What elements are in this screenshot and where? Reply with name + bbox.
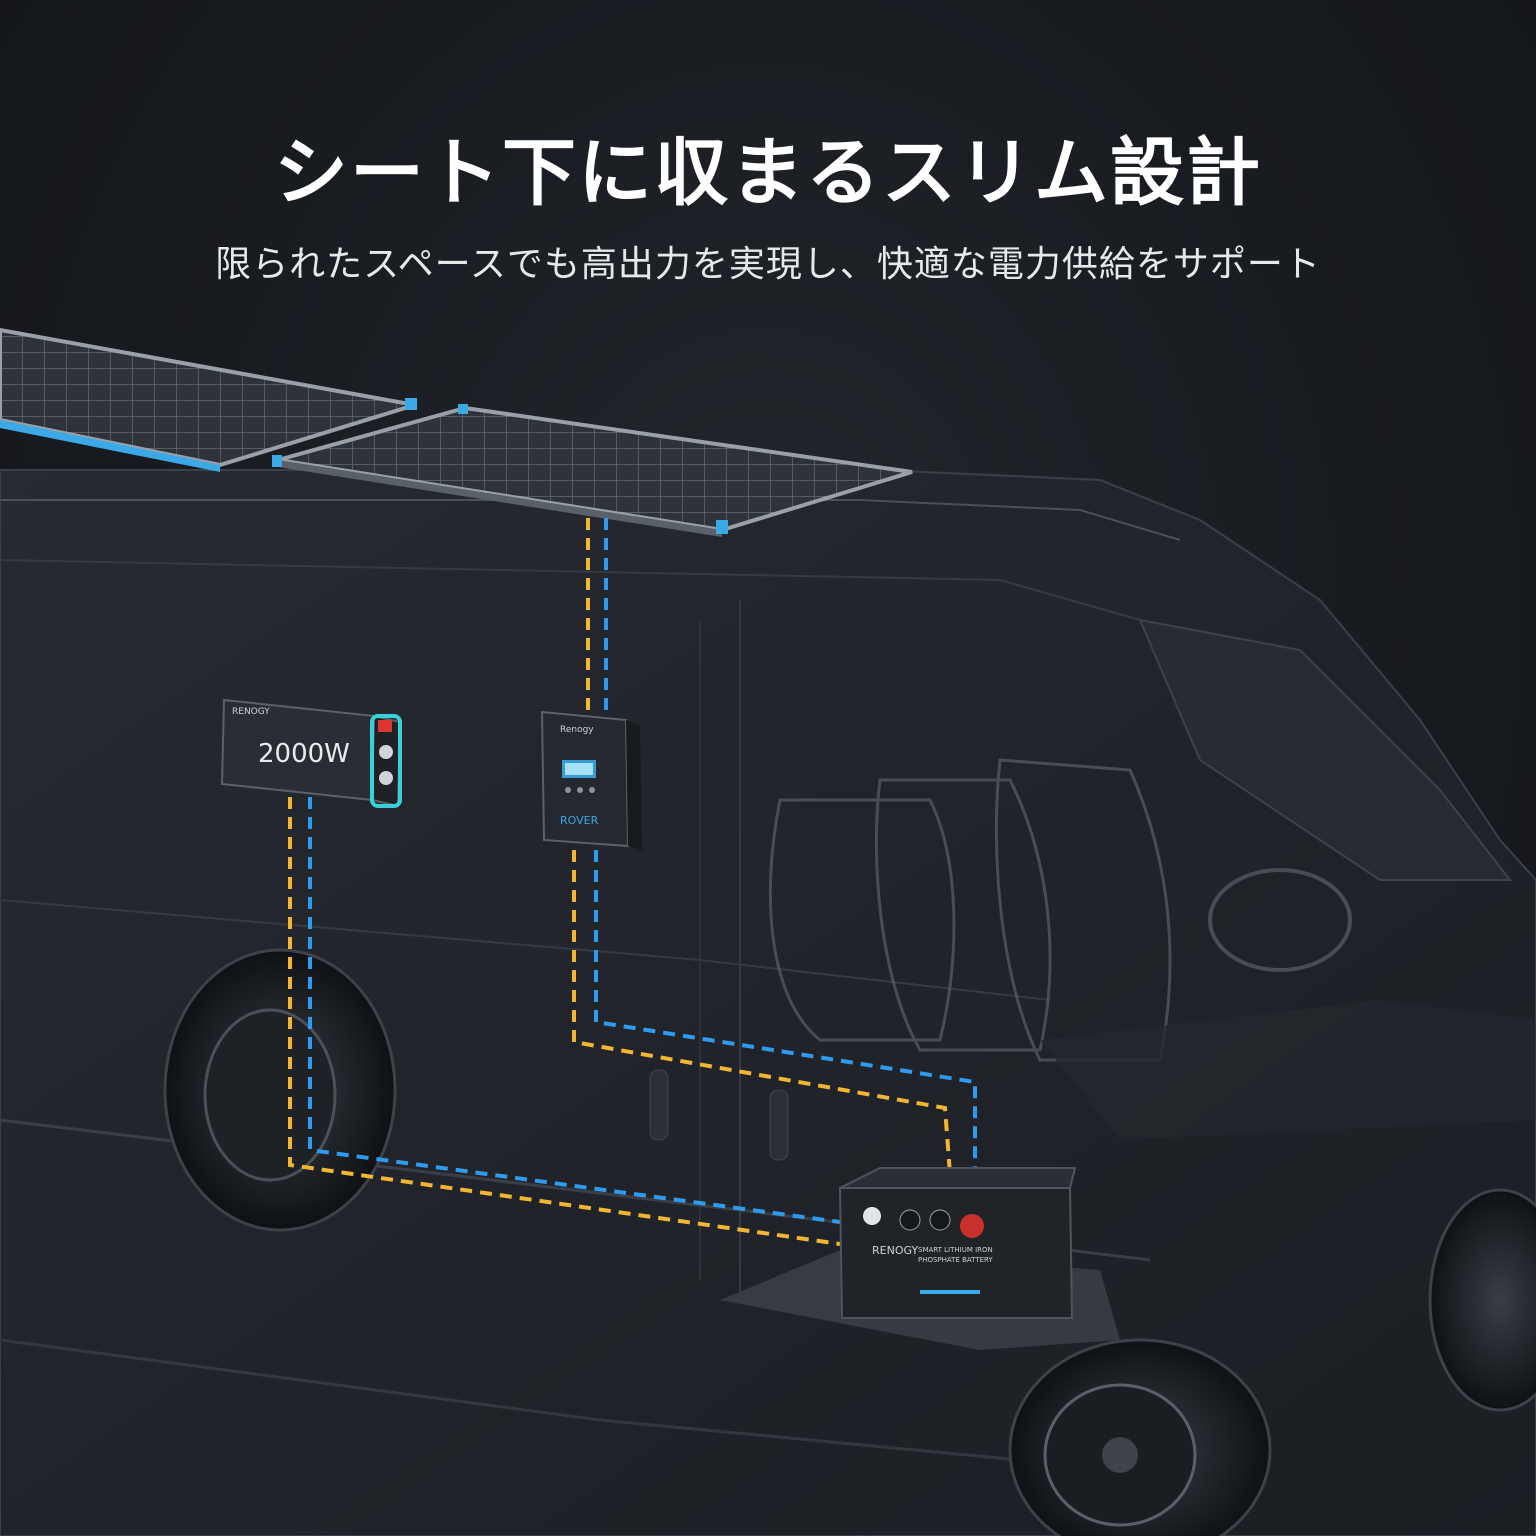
page-title: シート下に収まるスリム設計 [274, 130, 1262, 216]
battery-area: RENOGY SMART LITHIUM IRON PHOSPHATE BATT… [720, 1167, 1120, 1350]
battery-model-line2: PHOSPHATE BATTERY [918, 1256, 993, 1264]
solar-panel-left [0, 327, 417, 472]
battery-model-line1: SMART LITHIUM IRON [918, 1246, 993, 1254]
seats [768, 758, 1536, 1140]
controller-brand: Renogy [560, 725, 594, 735]
battery-brand: RENOGY [872, 1244, 918, 1257]
controller-model: ROVER [560, 814, 599, 827]
solar-panel-right [272, 404, 913, 537]
rear-wheel [163, 948, 397, 1232]
page-subtitle: 限られたスペースでも高出力を実現し、快適な電力供給をサポート [215, 244, 1321, 285]
front-wheel-right [1428, 1188, 1536, 1412]
wire-controller-positive [572, 850, 954, 1201]
inverter-label: 2000W [258, 739, 350, 769]
inverter-brand: RENOGY [232, 707, 270, 717]
wire-controller-negative [594, 850, 977, 1180]
solar-charge-controller: Renogy ROVER [540, 710, 642, 850]
front-wheel [1008, 1338, 1272, 1536]
wire-inverter-negative [308, 797, 841, 1224]
wire-inverter-positive [288, 797, 841, 1246]
power-inverter: RENOGY 2000W [220, 698, 402, 808]
wiring [288, 518, 977, 1246]
